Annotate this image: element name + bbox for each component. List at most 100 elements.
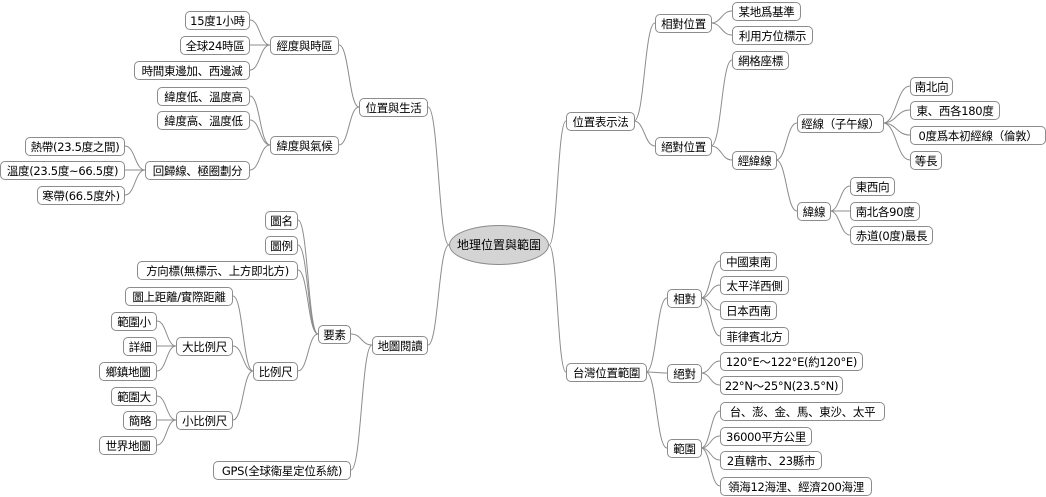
connector-line <box>645 297 668 373</box>
connector-line <box>548 120 567 246</box>
topic-node[interactable]: 世界地圖 <box>99 436 157 455</box>
topic-node[interactable]: 利用方位標示 <box>732 26 813 45</box>
topic-node[interactable]: 溫度(23.5度~66.5度) <box>0 161 125 180</box>
topic-node[interactable]: 圖名 <box>265 211 298 230</box>
connector-line <box>124 145 146 171</box>
topic-node[interactable]: 相對 <box>667 289 702 308</box>
topic-node[interactable]: 相對位置 <box>655 14 712 33</box>
topic-node[interactable]: 南北各90度 <box>850 202 920 221</box>
connector-line <box>829 210 851 236</box>
topic-node[interactable]: 回歸線、極圈劃分 <box>145 161 250 180</box>
connector-line <box>645 371 668 374</box>
topic-node[interactable]: 方向標(無標示、上方即北方) <box>137 261 298 280</box>
connector-line <box>710 145 733 161</box>
topic-node[interactable]: 熱帶(23.5度之間) <box>25 137 125 156</box>
connector-line <box>700 297 721 337</box>
connector-line <box>775 122 798 161</box>
connector-line <box>700 372 721 386</box>
topic-node[interactable]: 緯度高、溫度低 <box>157 111 250 130</box>
topic-node[interactable]: 120°E～122°E(約120°E) <box>720 352 863 371</box>
connector-line <box>427 244 450 346</box>
topic-node[interactable]: 中國東南 <box>720 252 777 271</box>
topic-node[interactable]: 範圍大 <box>111 387 157 406</box>
connector-line <box>700 435 721 449</box>
topic-node[interactable]: GPS(全球衛星定位系統) <box>213 461 351 480</box>
topic-node[interactable]: 絕對 <box>667 364 702 383</box>
connector-line <box>156 345 177 372</box>
connector-line <box>156 419 177 446</box>
topic-node[interactable]: 網格座標 <box>732 51 789 70</box>
connector-line <box>350 344 373 471</box>
connector-line <box>156 320 177 347</box>
topic-node[interactable]: 簡略 <box>123 411 157 430</box>
connector-line <box>249 119 271 146</box>
connector-line <box>297 219 319 335</box>
connector-line <box>700 260 721 299</box>
topic-node[interactable]: 緯度與氣候 <box>270 136 339 155</box>
connector-line <box>297 244 319 335</box>
topic-node[interactable]: 寒帶(66.5度外) <box>37 186 125 205</box>
topic-node[interactable]: 36000平方公里 <box>720 427 812 446</box>
connector-line <box>710 59 733 147</box>
topic-node[interactable]: 全球24時區 <box>180 36 250 55</box>
connector-line <box>232 345 254 372</box>
topic-node[interactable]: 日本西南 <box>720 301 777 320</box>
topic-node[interactable]: 要素 <box>318 325 351 344</box>
topic-node[interactable]: 22°N～25°N(23.5°N) <box>720 376 843 395</box>
topic-node[interactable]: 經度與時區 <box>270 36 339 55</box>
topic-node[interactable]: 菲律賓北方 <box>720 327 789 346</box>
topic-node[interactable]: 詳細 <box>123 337 157 356</box>
connector-line <box>297 333 319 372</box>
topic-node[interactable]: 某地爲基準 <box>732 2 801 21</box>
topic-node[interactable]: 東西向 <box>850 177 895 196</box>
connector-line <box>710 10 733 24</box>
connector-line <box>633 120 656 147</box>
topic-node[interactable]: 位置表示法 <box>566 112 635 131</box>
topic-node[interactable]: 比例尺 <box>253 362 298 381</box>
connector-line <box>249 44 271 71</box>
connector-line <box>700 284 721 299</box>
topic-node[interactable]: 位置與生活 <box>359 98 428 117</box>
topic-node[interactable]: 絕對位置 <box>655 137 712 156</box>
topic-node[interactable]: 0度爲本初經線（倫敦） <box>910 126 1046 145</box>
topic-node[interactable]: 緯度低、溫度高 <box>157 87 250 106</box>
connector-line <box>232 370 254 421</box>
connector-line <box>882 122 911 161</box>
topic-node[interactable]: 圖例 <box>265 236 298 255</box>
topic-node[interactable]: 台、澎、金、馬、東沙、太平 <box>720 402 885 421</box>
connector-line <box>710 22 733 36</box>
topic-node[interactable]: 赤道(0度)最長 <box>850 226 933 245</box>
topic-node[interactable]: 太平洋西側 <box>720 276 789 295</box>
topic-node[interactable]: 東、西各180度 <box>910 101 1000 120</box>
connector-line <box>700 410 721 449</box>
connector-line <box>427 106 450 246</box>
topic-node[interactable]: 經緯線 <box>732 151 777 170</box>
root-node[interactable]: 地理位置與範圍 <box>449 225 549 265</box>
connector-line <box>700 360 721 374</box>
connector-line <box>775 159 798 212</box>
connector-line <box>338 44 360 108</box>
topic-node[interactable]: 範圍小 <box>111 312 157 331</box>
connector-line <box>882 109 911 124</box>
topic-node[interactable]: 領海12海浬、經濟200海浬 <box>720 477 872 496</box>
topic-node[interactable]: 圖上距離/實際距離 <box>125 287 233 306</box>
connector-line <box>338 106 360 146</box>
connector-line <box>249 144 271 171</box>
topic-node[interactable]: 範圍 <box>667 439 702 458</box>
topic-node[interactable]: 大比例尺 <box>176 337 233 356</box>
connector-line <box>249 95 271 146</box>
topic-node[interactable]: 15度1小時 <box>185 11 250 30</box>
connector-line <box>633 22 656 122</box>
topic-node[interactable]: 地圖閱讀 <box>372 336 428 355</box>
topic-node[interactable]: 2直轄市、23縣市 <box>720 451 822 470</box>
topic-node[interactable]: 緯線 <box>797 202 831 221</box>
topic-node[interactable]: 時間東邊加、西邊減 <box>134 61 250 80</box>
topic-node[interactable]: 台灣位置範圍 <box>566 363 647 382</box>
connector-line <box>249 19 271 46</box>
topic-node[interactable]: 經線（子午線） <box>797 114 884 133</box>
topic-node[interactable]: 等長 <box>910 151 942 170</box>
topic-node[interactable]: 小比例尺 <box>176 411 233 430</box>
topic-node[interactable]: 南北向 <box>910 77 953 96</box>
topic-node[interactable]: 鄉鎮地圖 <box>99 362 157 381</box>
